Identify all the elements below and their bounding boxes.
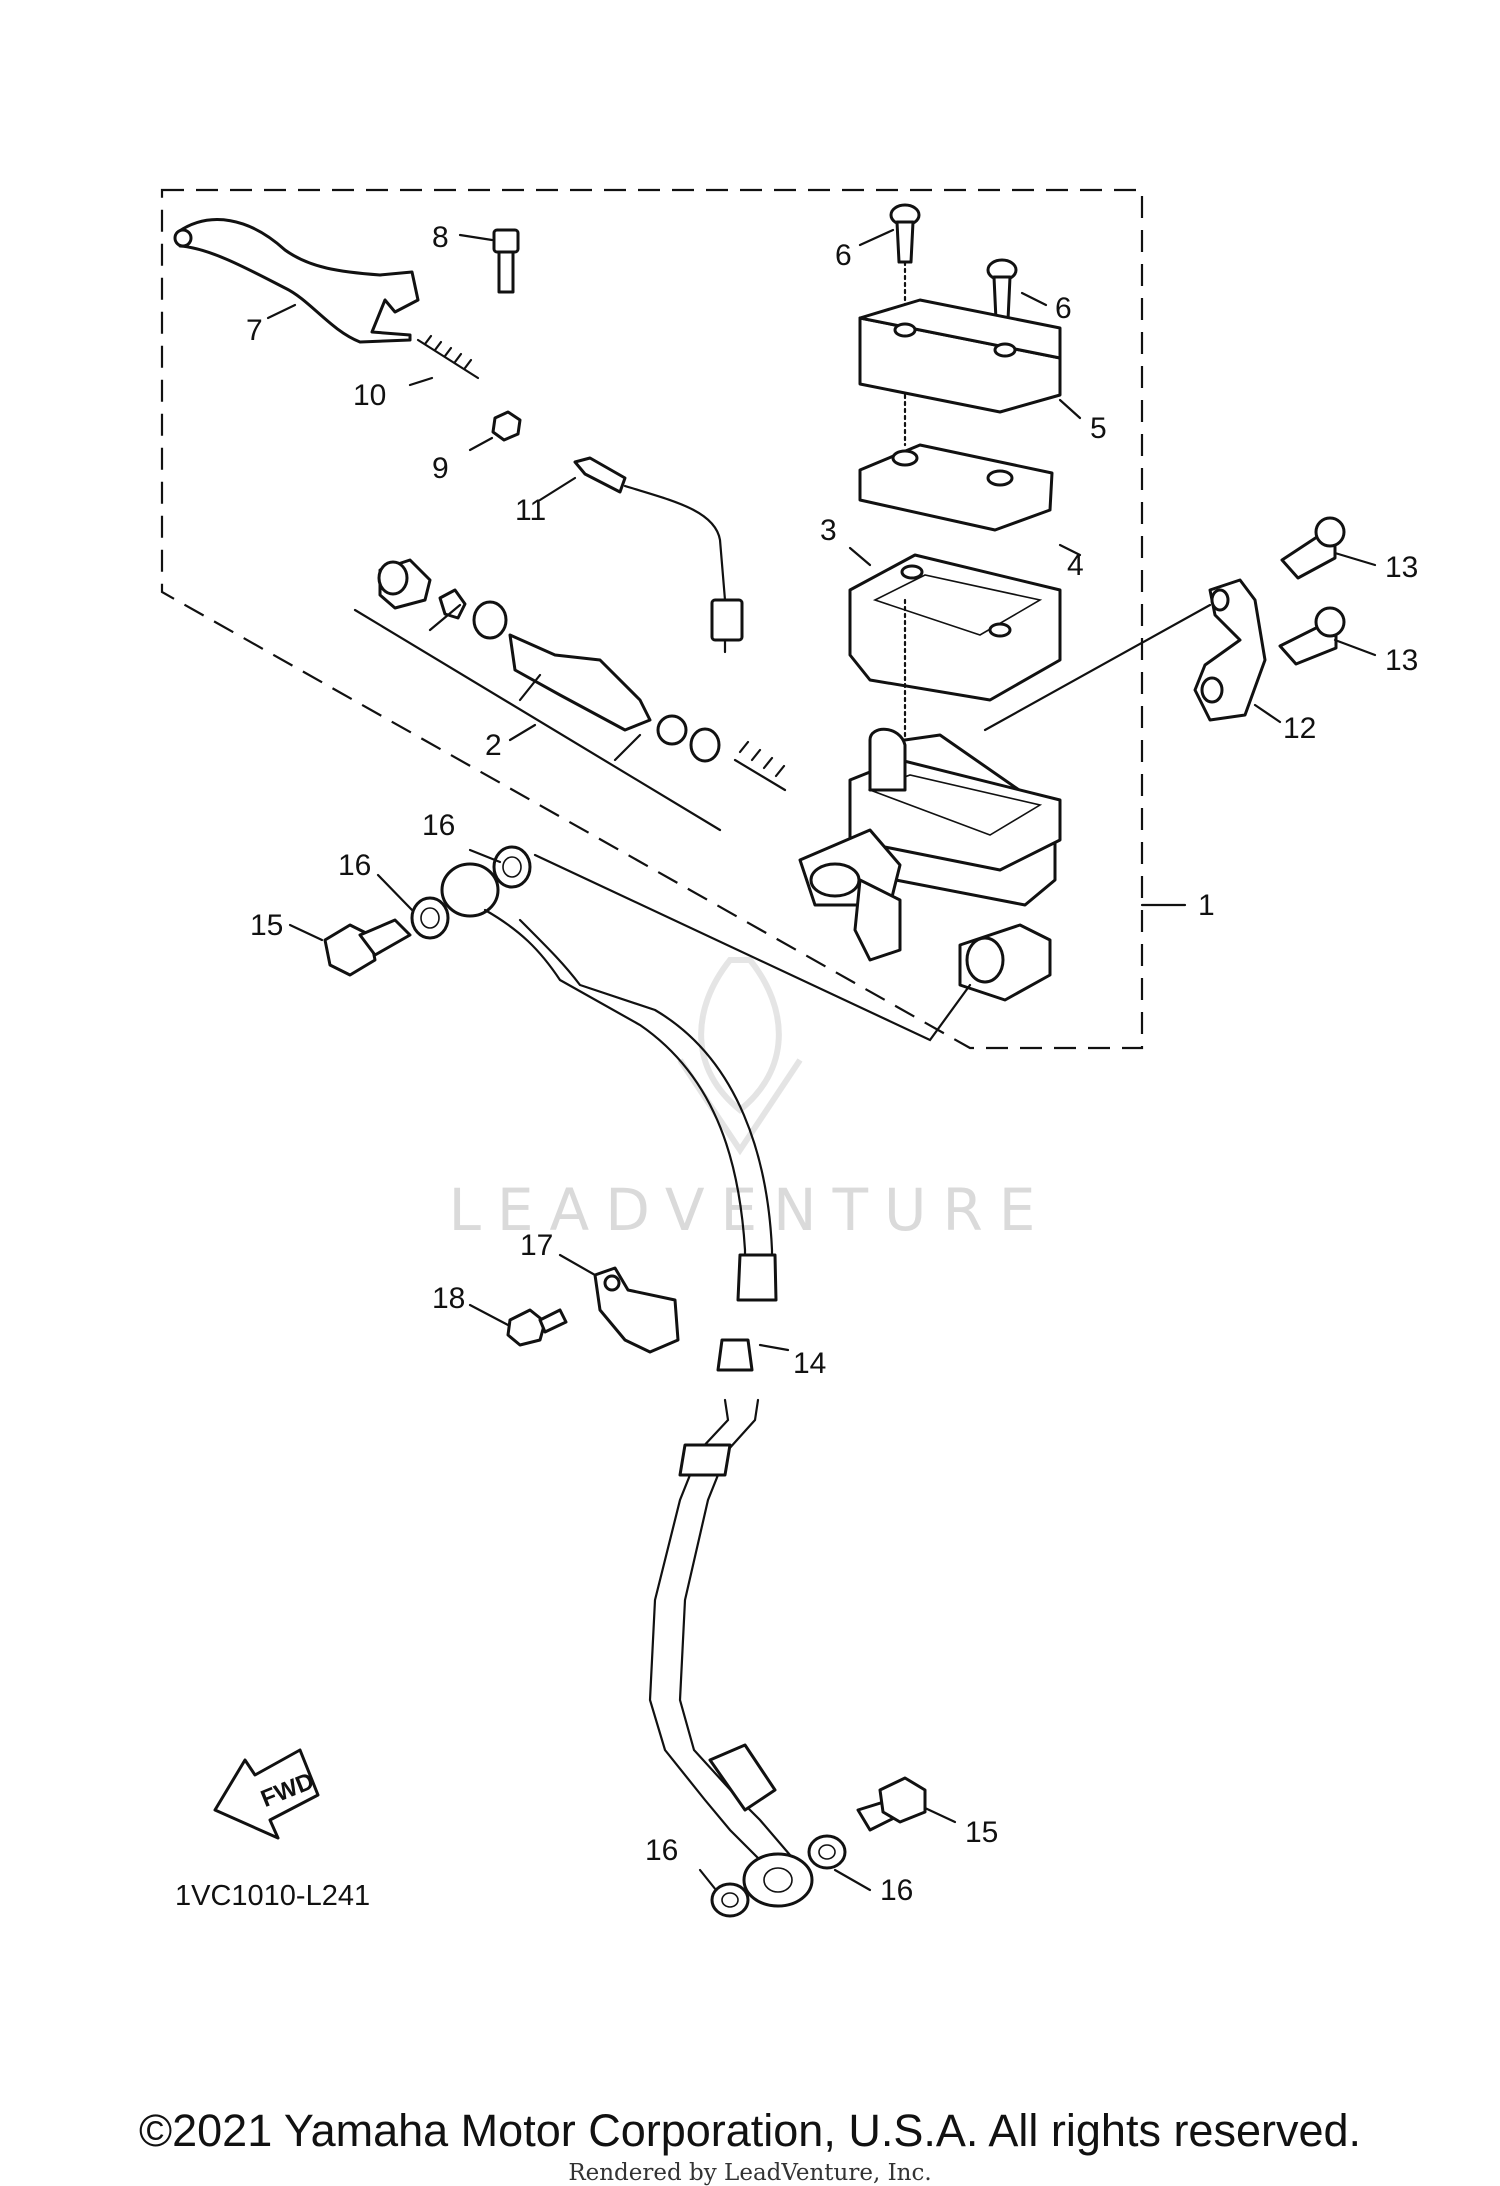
callout-6: 6 — [835, 239, 852, 272]
washer — [710, 1882, 750, 1918]
clamp-bolt — [1278, 606, 1346, 666]
brake-lever — [173, 218, 420, 344]
washer — [492, 845, 532, 889]
pivot-bolt — [492, 228, 520, 294]
callout-8: 8 — [432, 221, 449, 254]
washer — [807, 1834, 847, 1870]
callout-labels: 1 2 3 4 5 6 6 7 8 9 10 11 12 13 13 14 15… — [246, 221, 1418, 1907]
diagram-code: 1VC1010-L241 — [175, 1880, 370, 1912]
piston-kit — [353, 558, 787, 832]
forward-direction-icon: FWD — [213, 1748, 320, 1840]
callout-16: 16 — [645, 1834, 678, 1867]
callout-10: 10 — [353, 379, 386, 412]
banjo-bolt — [323, 918, 412, 977]
callout-17: 17 — [520, 1229, 553, 1262]
master-cylinder-body — [798, 727, 1062, 1002]
callout-13: 13 — [1385, 551, 1418, 584]
callout-15: 15 — [965, 1816, 998, 1849]
handlebar-clamp — [1193, 578, 1267, 722]
callout-18: 18 — [432, 1282, 465, 1315]
callout-16: 16 — [338, 849, 371, 882]
copyright-notice: ©2021 Yamaha Motor Corporation, U.S.A. A… — [138, 2105, 1362, 2156]
clamp-bolt — [1280, 516, 1346, 580]
callout-4: 4 — [1067, 549, 1084, 582]
brake-switch — [573, 456, 744, 654]
assembly-boundary — [160, 188, 1144, 1050]
diaphragm — [858, 443, 1054, 532]
callout-11: 11 — [515, 494, 546, 527]
callout-15: 15 — [250, 909, 283, 942]
callout-14: 14 — [793, 1347, 826, 1380]
adjuster-spring — [416, 334, 480, 380]
hose-guide — [593, 1266, 680, 1354]
leader-lines — [266, 228, 1377, 1892]
callout-2: 2 — [485, 729, 502, 762]
banjo-bolt — [856, 1776, 927, 1832]
callout-3: 3 — [820, 514, 837, 547]
brake-hose — [440, 862, 814, 1908]
reservoir-cap — [858, 298, 1062, 414]
callout-12: 12 — [1283, 712, 1316, 745]
callout-9: 9 — [432, 452, 449, 485]
callout-1: 1 — [1198, 889, 1215, 922]
callout-16: 16 — [422, 809, 455, 842]
guide-bolt — [506, 1308, 568, 1347]
leadventure-watermark: LEADVENTURE — [449, 957, 1035, 1244]
callout-6: 6 — [1055, 292, 1072, 325]
callout-5: 5 — [1090, 412, 1107, 445]
nut — [491, 410, 522, 442]
callout-13: 13 — [1385, 644, 1418, 677]
cap-screw — [986, 258, 1018, 322]
callout-7: 7 — [246, 314, 263, 347]
callout-16: 16 — [880, 1874, 913, 1907]
rendered-by-credit: Rendered by LeadVenture, Inc. — [568, 2160, 932, 2186]
diaphragm-holder — [848, 553, 1062, 702]
cap-screw — [889, 203, 921, 322]
washer — [410, 896, 450, 940]
